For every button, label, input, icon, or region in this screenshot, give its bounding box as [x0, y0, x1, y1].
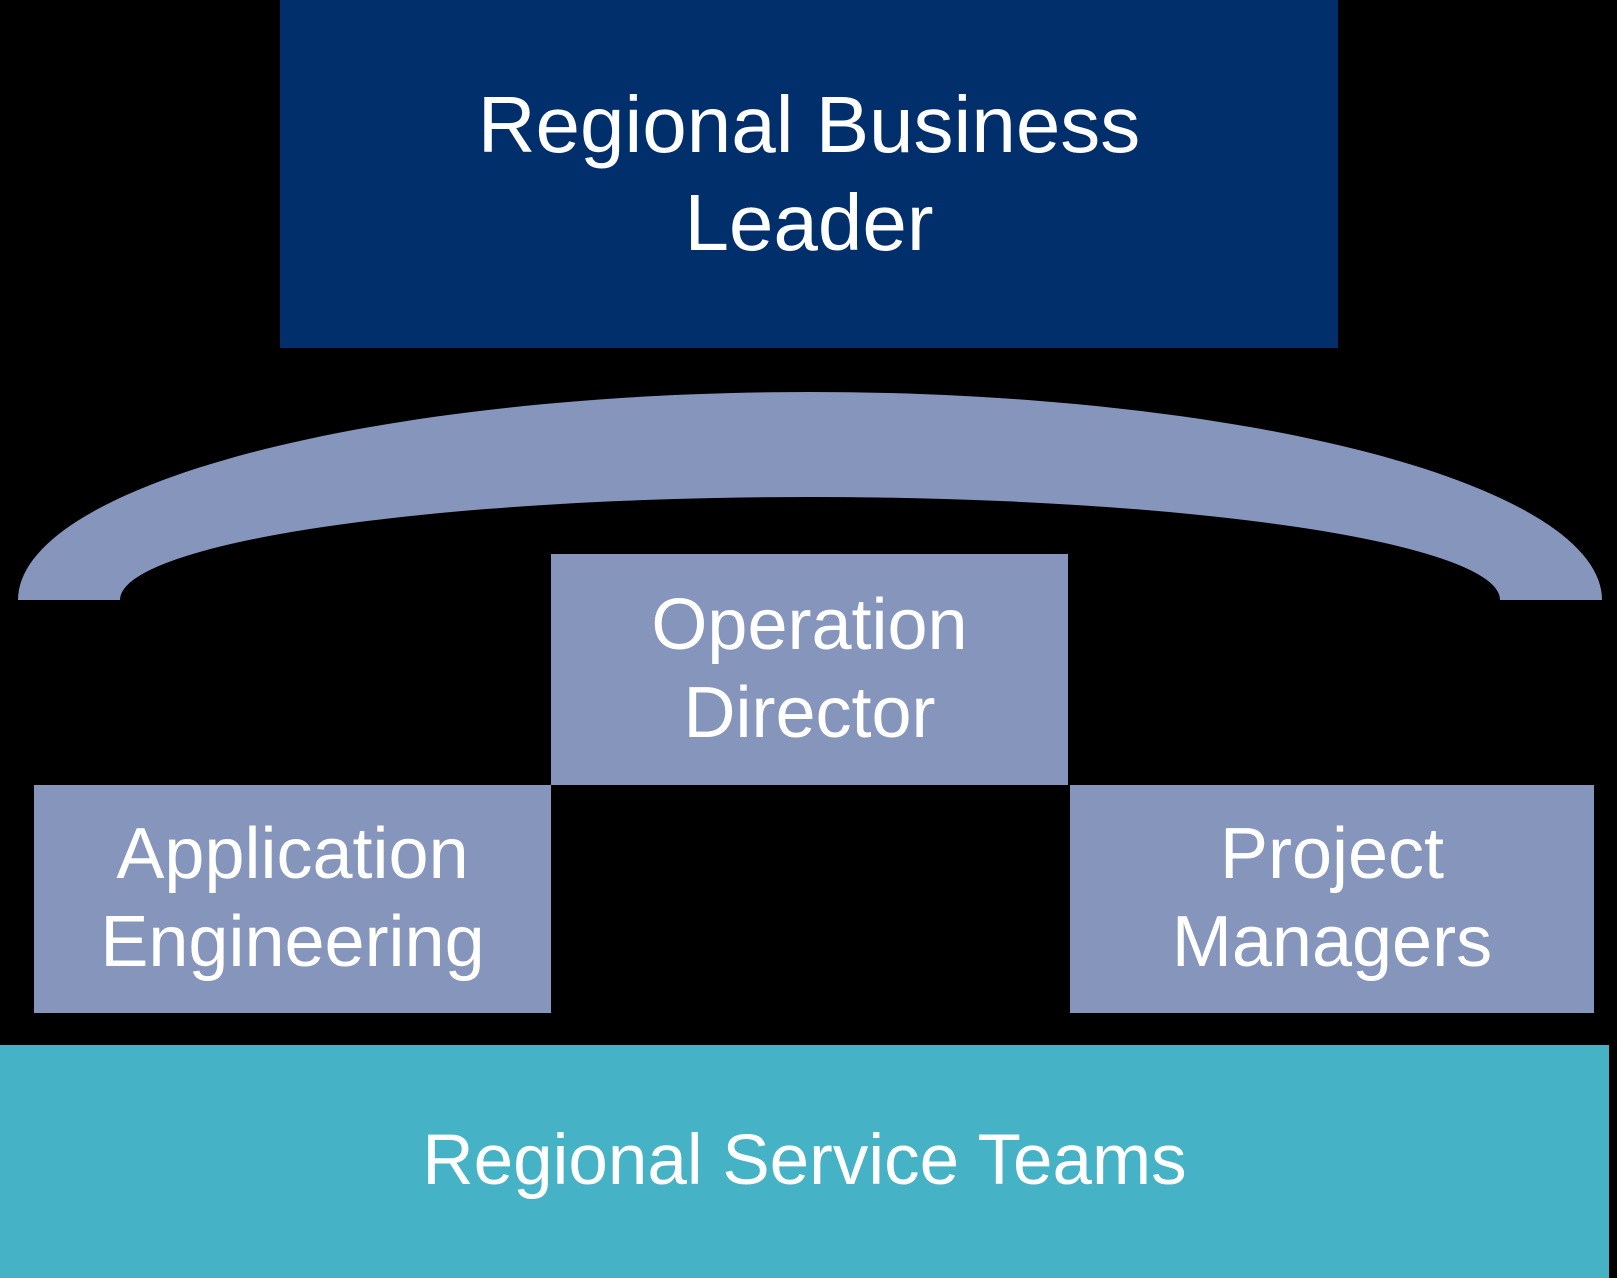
- application-engineering-box: Application Engineering: [34, 785, 551, 1013]
- regional-service-teams-label: Regional Service Teams: [422, 1121, 1187, 1201]
- regional-business-leader-box: Regional Business Leader: [280, 0, 1338, 348]
- application-engineering-label: Application Engineering: [100, 814, 485, 982]
- regional-business-leader-label: Regional Business Leader: [477, 80, 1141, 267]
- regional-service-teams-band: Regional Service Teams: [0, 1045, 1609, 1278]
- project-managers-box: Project Managers: [1070, 785, 1594, 1013]
- operation-director-label: Operation Director: [651, 584, 968, 753]
- project-managers-label: Project Managers: [1171, 814, 1493, 982]
- operation-director-box: Operation Director: [551, 554, 1068, 785]
